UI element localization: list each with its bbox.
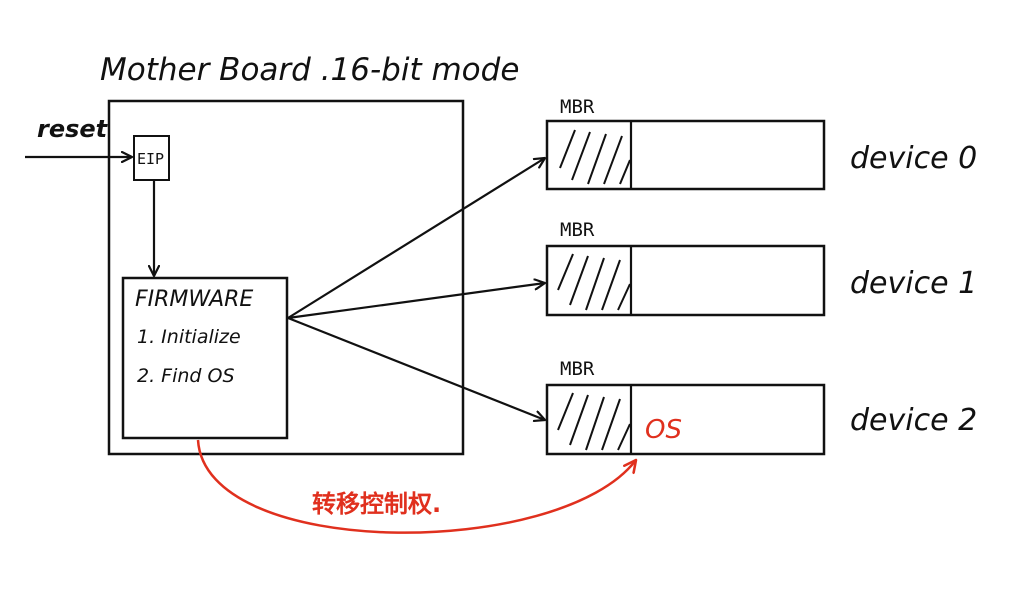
mbr-label: MBR xyxy=(560,358,595,380)
firmware-step-find-os: 2. Find OS xyxy=(137,365,235,387)
motherboard-box xyxy=(107,99,465,456)
motherboard-title: Mother Board .16-bit mode xyxy=(100,52,519,88)
firmware-box xyxy=(121,276,289,440)
firmware-to-device-0-arrow xyxy=(287,158,545,319)
device-bar xyxy=(545,244,826,317)
control-transfer-label: 转移控制权. xyxy=(312,490,441,518)
device-1: MBR device 1 xyxy=(545,219,977,317)
mbr-hatch xyxy=(557,392,631,451)
device-label: device 0 xyxy=(850,141,977,176)
reset-label: reset xyxy=(37,115,109,143)
mbr-label: MBR xyxy=(560,219,595,241)
device-label: device 1 xyxy=(850,266,977,301)
mbr-hatch xyxy=(557,253,631,311)
eip-box xyxy=(133,135,170,181)
control-transfer-arrow xyxy=(196,439,636,534)
firmware-title: FIRMWARE xyxy=(135,287,253,312)
device-bar xyxy=(545,119,826,191)
mbr-label: MBR xyxy=(560,96,595,118)
device-label: device 2 xyxy=(850,403,977,438)
firmware-to-device-1-arrow xyxy=(287,283,545,320)
device-bar xyxy=(545,383,826,456)
os-label: OS xyxy=(645,415,682,445)
firmware-step-initialize: 1. Initialize xyxy=(137,326,241,348)
device-2: MBR OS device 2 xyxy=(545,358,977,456)
mbr-hatch xyxy=(559,129,631,185)
firmware-to-device-2-arrow xyxy=(287,316,545,420)
device-0: MBR device 0 xyxy=(545,96,977,191)
eip-label: EIP xyxy=(137,150,164,168)
